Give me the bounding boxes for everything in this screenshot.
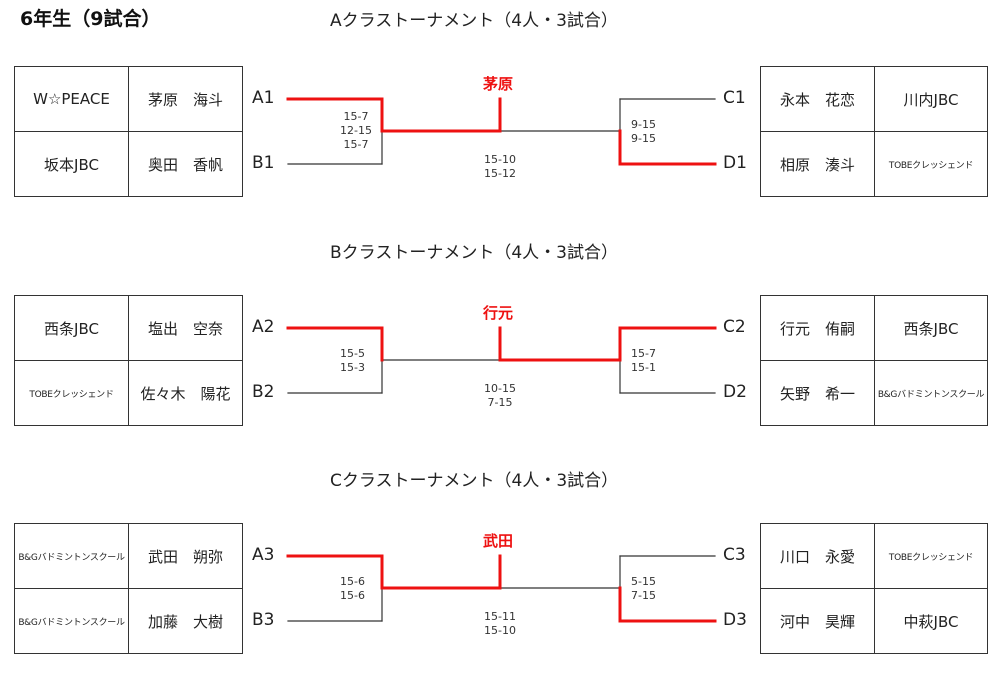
champion-name: 行元 <box>483 304 514 322</box>
entry-row: B&Gバドミントンスクール加藤 大樹 <box>14 588 243 654</box>
score-line: 15-6 <box>340 589 365 602</box>
seed-label: A2 <box>252 317 275 337</box>
team-name: TOBEクレッシェンド <box>14 360 129 426</box>
score-line: 9-15 <box>631 118 656 131</box>
score-line: 15-6 <box>340 575 365 588</box>
player-name: 加藤 大樹 <box>128 588 243 654</box>
seed-label: B3 <box>252 610 275 630</box>
team-name: 中萩JBC <box>874 588 988 654</box>
bracket-lines <box>286 97 717 166</box>
champion-name: 武田 <box>483 532 514 550</box>
score-line: 15-3 <box>340 361 365 374</box>
score-line: 9-15 <box>631 132 656 145</box>
page-title: 6年生（9試合） <box>20 8 161 30</box>
team-name: B&Gバドミントンスクール <box>14 588 129 654</box>
entry-row: B&Gバドミントンスクール武田 朔弥 <box>14 523 243 589</box>
score-line: 15-10 <box>484 624 516 637</box>
score-line: 15-7 <box>343 138 369 151</box>
tournament-title: Aクラストーナメント（4人・3試合） <box>330 11 618 31</box>
seed-label: D2 <box>723 382 747 402</box>
score-line: 10-15 <box>484 382 516 395</box>
player-name: 川口 永愛 <box>760 523 875 589</box>
team-name: 坂本JBC <box>14 131 129 197</box>
entry-row: TOBEクレッシェンド佐々木 陽花 <box>14 360 243 426</box>
score-line: 15-7 <box>343 110 369 123</box>
entry-row: 永本 花恋川内JBC <box>760 66 988 132</box>
player-name: 奥田 香帆 <box>128 131 243 197</box>
tournament-title: Bクラストーナメント（4人・3試合） <box>330 243 618 263</box>
score-line: 5-15 <box>631 575 656 588</box>
team-name: TOBEクレッシェンド <box>874 131 988 197</box>
player-name: 佐々木 陽花 <box>128 360 243 426</box>
player-name: 河中 昊輝 <box>760 588 875 654</box>
bracket-lines <box>286 326 717 394</box>
seed-label: C3 <box>723 545 746 565</box>
seed-label: B1 <box>252 153 275 173</box>
score-line: 7-15 <box>631 589 656 602</box>
player-name: 武田 朔弥 <box>128 523 243 589</box>
score-line: 15-11 <box>484 610 516 623</box>
player-name: 塩出 空奈 <box>128 295 243 361</box>
team-name: B&Gバドミントンスクール <box>14 523 129 589</box>
score-line: 15-12 <box>484 167 516 180</box>
seed-label: B2 <box>252 382 275 402</box>
player-name: 矢野 希一 <box>760 360 875 426</box>
seed-label: A1 <box>252 88 275 108</box>
seed-label: D1 <box>723 153 747 173</box>
seed-label: A3 <box>252 545 275 565</box>
team-name: 西条JBC <box>874 295 988 361</box>
bracket-lines <box>286 554 717 623</box>
seed-label: C1 <box>723 88 746 108</box>
team-name: TOBEクレッシェンド <box>874 523 988 589</box>
entry-row: 河中 昊輝中萩JBC <box>760 588 988 654</box>
team-name: B&Gバドミントンスクール <box>874 360 988 426</box>
score-line: 12-15 <box>340 124 372 137</box>
tournament-title: Cクラストーナメント（4人・3試合） <box>330 471 619 491</box>
seed-label: C2 <box>723 317 746 337</box>
champion-name: 茅原 <box>483 75 514 93</box>
score-line: 7-15 <box>487 396 513 409</box>
score-line: 15-10 <box>484 153 516 166</box>
player-name: 永本 花恋 <box>760 66 875 132</box>
player-name: 行元 侑嗣 <box>760 295 875 361</box>
entry-row: 行元 侑嗣西条JBC <box>760 295 988 361</box>
team-name: 川内JBC <box>874 66 988 132</box>
score-line: 15-1 <box>631 361 656 374</box>
player-name: 相原 湊斗 <box>760 131 875 197</box>
seed-label: D3 <box>723 610 747 630</box>
team-name: W☆PEACE <box>14 66 129 132</box>
score-line: 15-5 <box>340 347 365 360</box>
score-line: 15-7 <box>631 347 656 360</box>
